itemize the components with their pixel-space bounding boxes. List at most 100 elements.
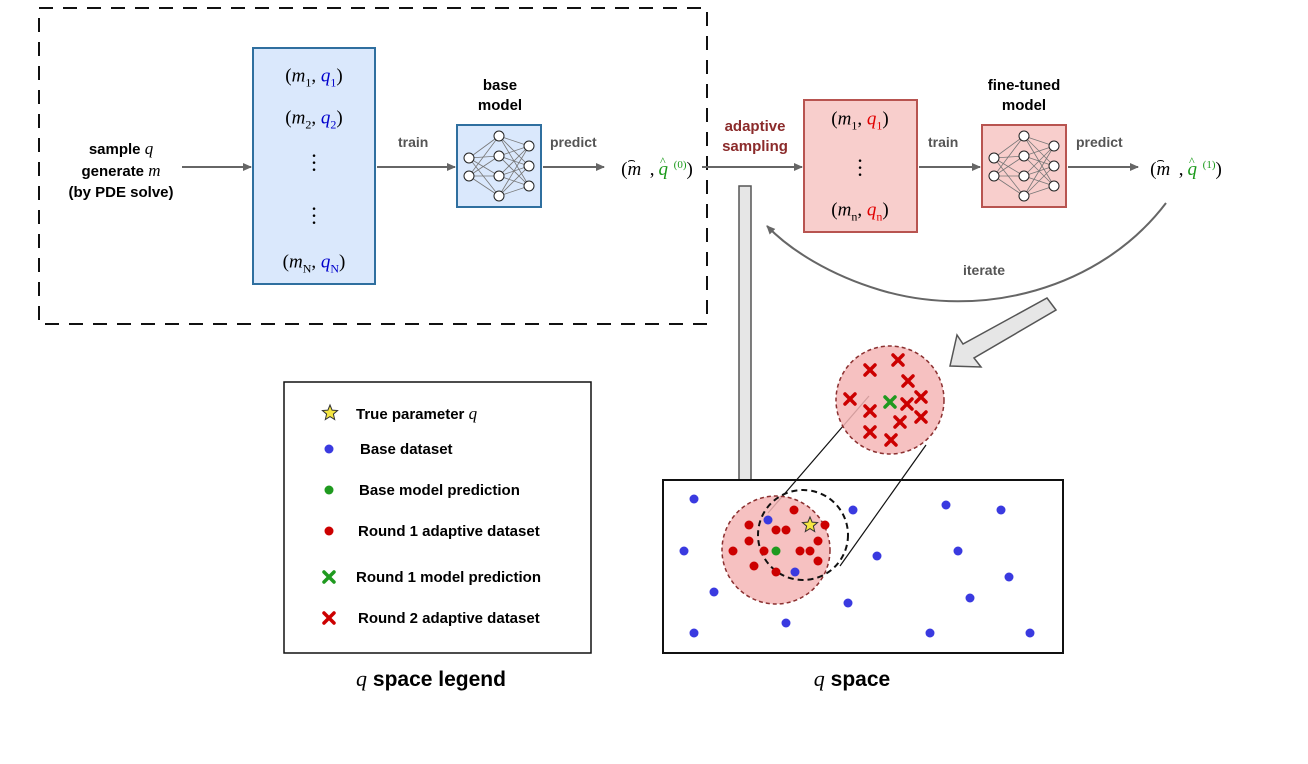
q-space-box [662, 479, 1064, 654]
base-data-point [848, 505, 858, 515]
base-data-point [689, 628, 699, 638]
predict-label: predict [1076, 134, 1123, 150]
base-data-point [689, 494, 699, 504]
neuron [988, 170, 1000, 182]
round2-data-point [884, 433, 898, 447]
diagonal-block-arrow [949, 297, 1058, 368]
base-data-point [1025, 628, 1035, 638]
legend-item-label: True parameter q [356, 404, 478, 423]
round2-data-point [891, 353, 905, 367]
round1-data-point [789, 505, 799, 515]
neuron [463, 152, 475, 164]
cross-icon [322, 611, 336, 625]
base-prediction-point [771, 546, 781, 556]
neuron [988, 152, 1000, 164]
neuron [493, 150, 505, 162]
base-data-point [679, 546, 689, 556]
zoom-connector [839, 444, 927, 567]
vertical-dots: ··· [310, 143, 318, 182]
round2-data-point [900, 397, 914, 411]
base-data-point [790, 567, 800, 577]
base-data-point [709, 587, 719, 597]
adaptive-entry: (m1, q1) [831, 108, 889, 133]
dot-icon [324, 444, 334, 454]
round2-data-point [863, 363, 877, 377]
cross-icon [322, 570, 336, 584]
round1-data-point [795, 546, 805, 556]
train-label: train [928, 134, 959, 150]
neuron [523, 140, 535, 152]
round1-data-point [820, 520, 830, 530]
neuron [463, 170, 475, 182]
iterate-label: iterate [963, 262, 1006, 278]
base-data-point [941, 500, 951, 510]
dataset-entry: (m2, q2) [285, 107, 343, 132]
base-data-point [763, 515, 773, 525]
neuron [1018, 190, 1030, 202]
round1-data-point [771, 567, 781, 577]
round1-data-point [781, 525, 791, 535]
input-label: sample q generate m (by PDE solve) [68, 139, 174, 201]
base-data-point [925, 628, 935, 638]
train-label: train [398, 134, 429, 150]
output-1: (m⌢,q^(1)) [1150, 152, 1222, 181]
base-data-point [953, 546, 963, 556]
neuron [1018, 130, 1030, 142]
dataset-entry: (mN, qN) [282, 251, 346, 276]
neuron [1048, 140, 1060, 152]
neuron [523, 160, 535, 172]
neural-network-icon [988, 130, 1060, 202]
neuron [493, 190, 505, 202]
output-0: (m⌢,q^(0)) [621, 152, 693, 181]
base-dataset-box [252, 47, 376, 285]
round1-data-point [728, 546, 738, 556]
dot-icon [324, 526, 334, 536]
round1-data-point [759, 546, 769, 556]
round2-data-point [901, 374, 915, 388]
round1-data-point [749, 561, 759, 571]
base-data-point [781, 618, 791, 628]
round1-data-point [813, 536, 823, 546]
legend-item-label: Base model prediction [359, 482, 520, 499]
adaptive-dataset-box [803, 99, 918, 233]
base-data-point [996, 505, 1006, 515]
zoom-region [757, 489, 849, 581]
round1-data-point [744, 536, 754, 546]
legend-caption: q space legend [356, 666, 506, 691]
q-space-caption: q space [813, 666, 891, 691]
dot-icon [324, 485, 334, 495]
round1-data-point [744, 520, 754, 530]
down-block-arrow [728, 185, 762, 510]
dataset-entry: (m1, q1) [285, 65, 343, 90]
neuron [1018, 170, 1030, 182]
round2-data-point [914, 390, 928, 404]
legend-item-label: Round 1 adaptive dataset [358, 523, 540, 540]
round2-data-point [863, 425, 877, 439]
star-icon [321, 403, 339, 421]
legend-item-label: Round 2 adaptive dataset [358, 610, 540, 627]
round2-data-point [914, 410, 928, 424]
vertical-dots: ··· [310, 196, 318, 235]
neuron [493, 130, 505, 142]
adaptive-entry: (mn, qn) [831, 199, 889, 224]
neural-network-icon [463, 130, 535, 202]
vertical-dots: ··· [856, 148, 864, 187]
round1-data-point [771, 525, 781, 535]
neuron [1048, 160, 1060, 172]
base-data-point [872, 551, 882, 561]
round1-data-point [805, 546, 815, 556]
base-data-point [1004, 572, 1014, 582]
round1-data-point [813, 556, 823, 566]
round2-data-point [863, 404, 877, 418]
neuron [1018, 150, 1030, 162]
legend-item-label: Base dataset [360, 441, 453, 458]
round2-data-point [893, 415, 907, 429]
legend-item-label: Round 1 model prediction [356, 569, 542, 586]
neuron [493, 170, 505, 182]
base-data-point [843, 598, 853, 608]
